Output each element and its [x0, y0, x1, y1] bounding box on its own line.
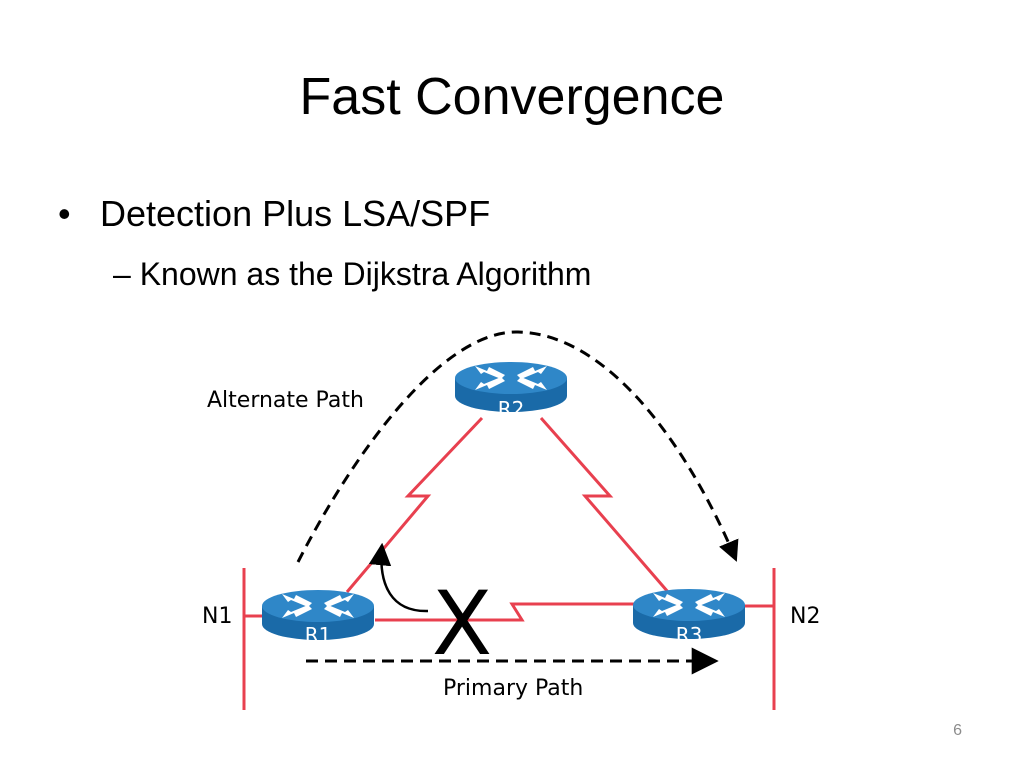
slide-title: Fast Convergence	[299, 68, 725, 126]
router-r2: R2	[455, 362, 567, 421]
router-r2-label: R2	[498, 397, 525, 421]
alternate-path-arrow	[296, 330, 739, 563]
router-r3-label: R3	[676, 623, 703, 647]
router-r1-label: R1	[305, 623, 332, 647]
network-n1-label: N1	[202, 604, 232, 629]
link-r1-r3	[375, 602, 636, 622]
bullet-dot: •	[58, 193, 71, 234]
network-n2-label: N2	[790, 604, 820, 629]
alternate-path-label: Alternate Path	[207, 388, 364, 413]
failure-x-icon: X	[432, 572, 492, 675]
bullet-text: Detection Plus LSA/SPF	[100, 193, 491, 234]
page-number: 6	[953, 722, 962, 739]
sub-bullet-text: – Known as the Dijkstra Algorithm	[113, 256, 592, 292]
link-r2-r3	[539, 417, 670, 593]
primary-path-label: Primary Path	[443, 676, 583, 701]
bullet-item: • Detection Plus LSA/SPF	[58, 190, 490, 238]
reroute-arrow-icon	[368, 542, 429, 613]
router-r3: R3	[633, 589, 745, 647]
router-r1: R1	[262, 590, 374, 647]
link-r1-r2	[345, 416, 484, 593]
